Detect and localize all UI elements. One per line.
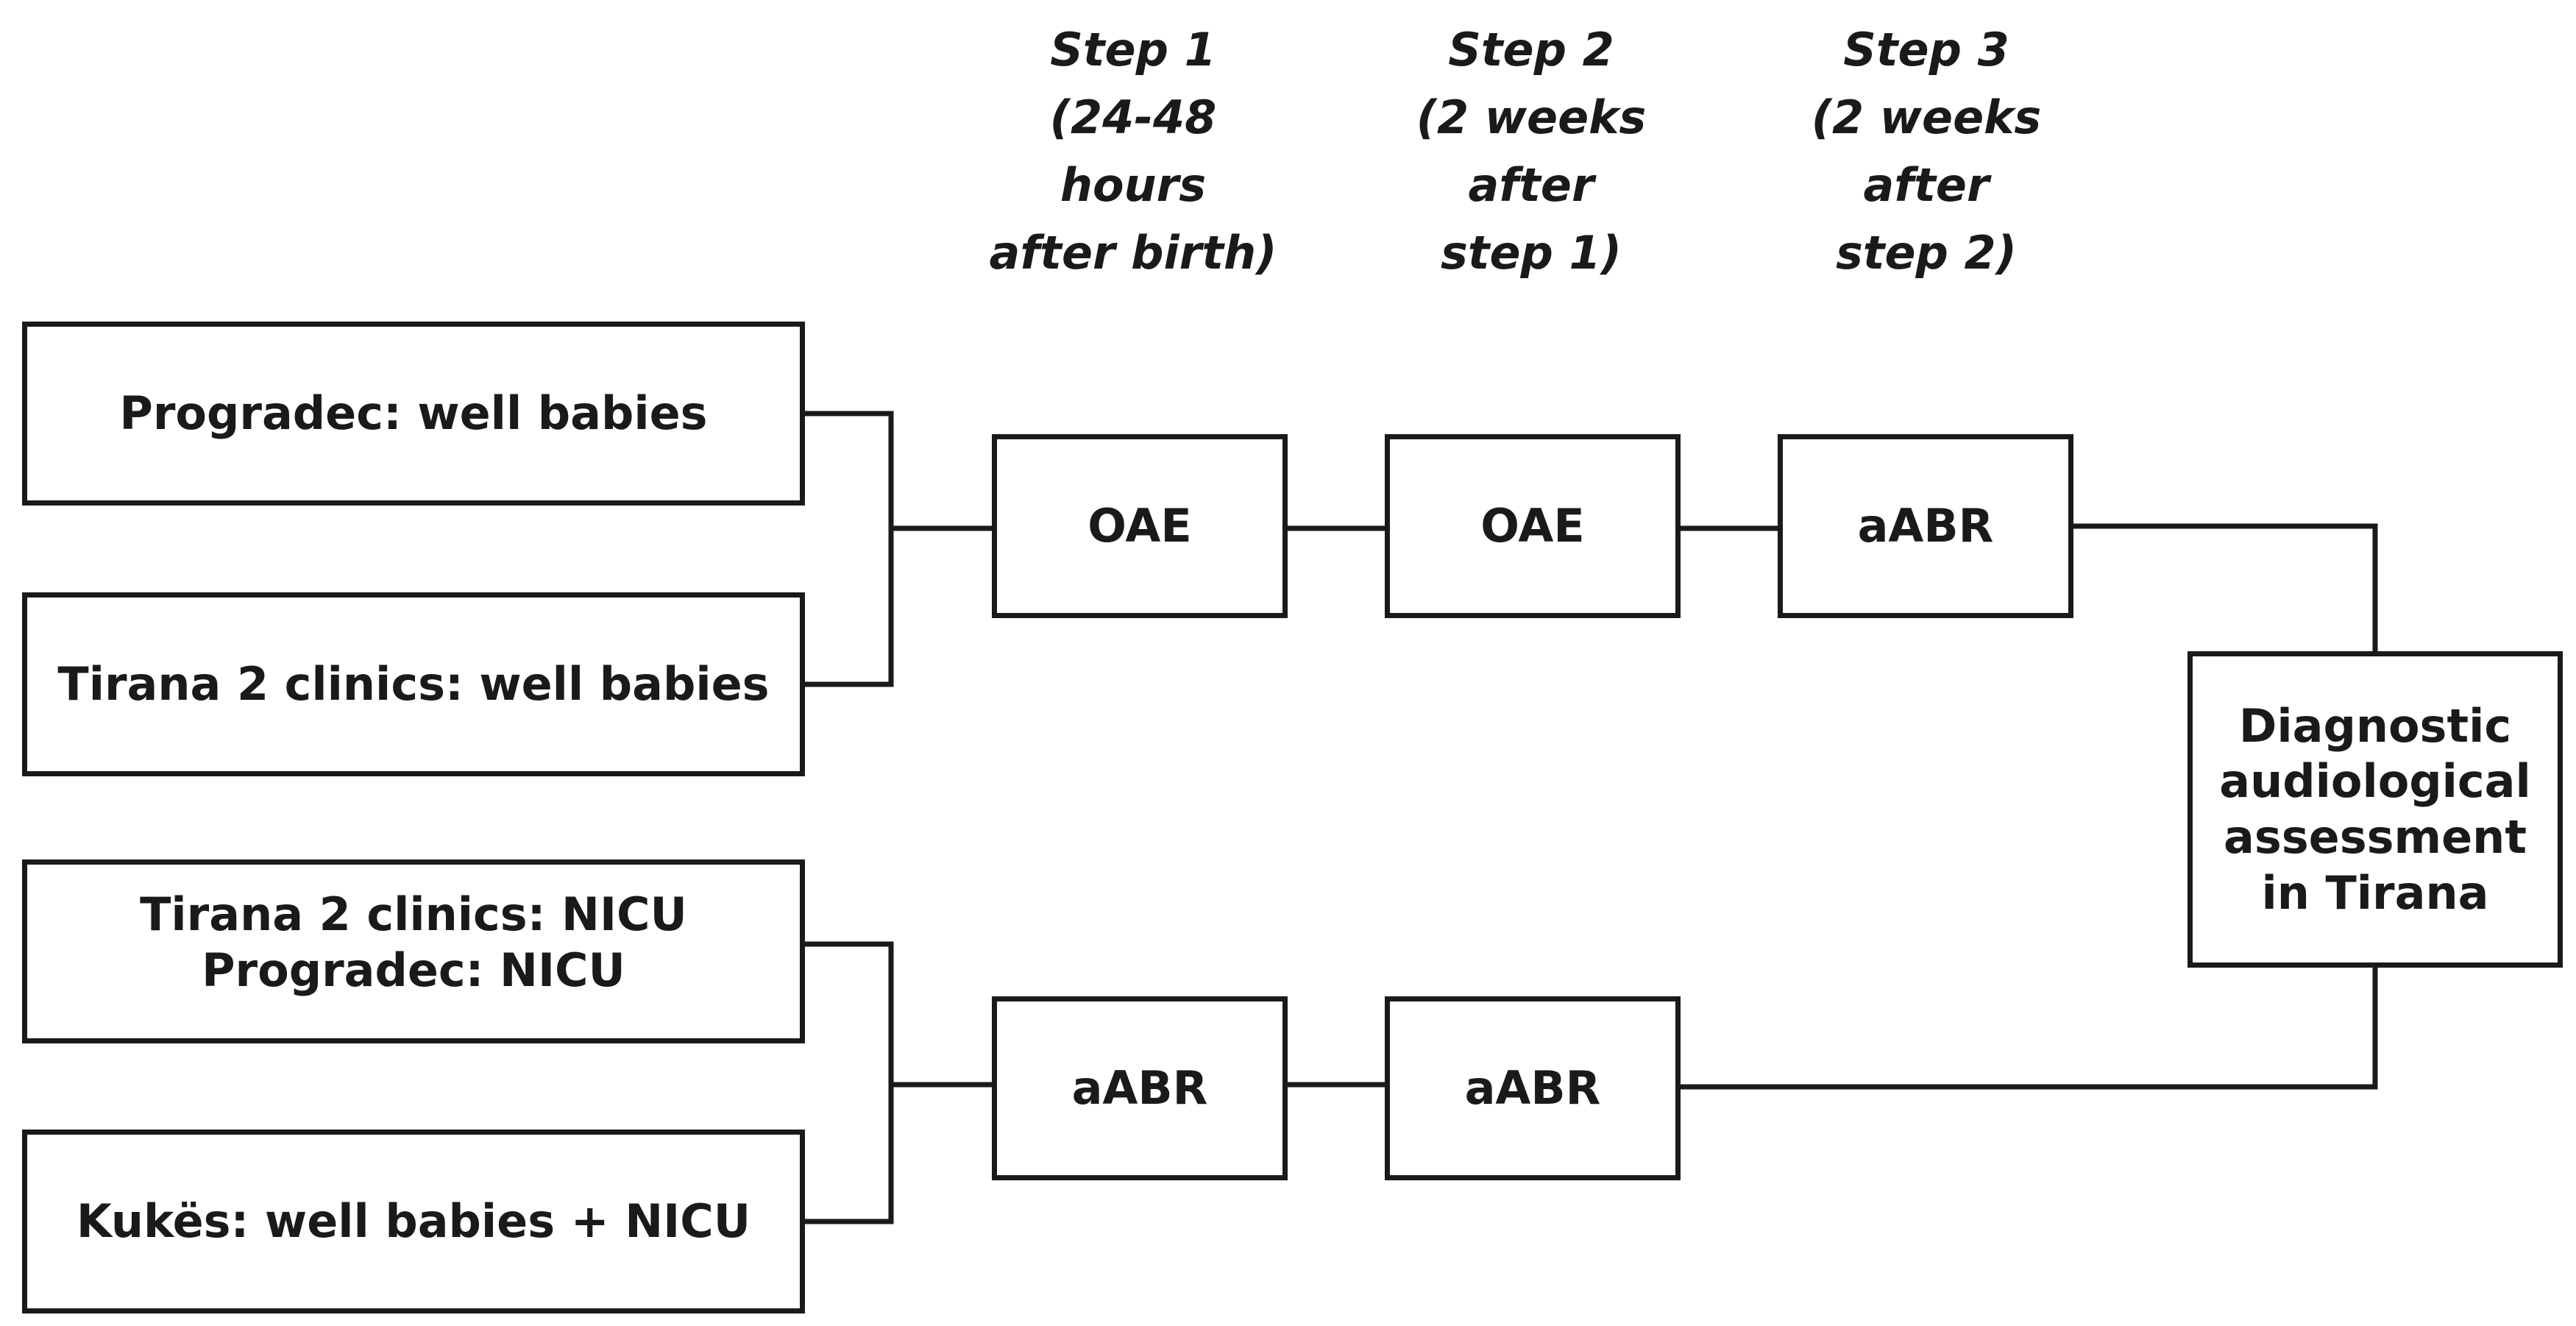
step-3-aabr-box: aABR [1778,434,2073,618]
source-tirana-well-babies: Tirana 2 clinics: well babies [22,592,805,776]
step-2-oae-box: OAE [1385,434,1681,618]
source-nicu-tirana-progradec: Tirana 2 clinics: NICU Progradec: NICU [22,859,805,1043]
step-1-header: Step 1 (24-48 hours after birth) [989,23,1277,280]
connector-nicu-bracket [802,941,894,1224]
source-kukes-well-babies-nicu: Kukës: well babies + NICU [22,1130,805,1313]
connector-nicu-aabr-to-diagnostic [1678,965,2378,1090]
connector-well-babies-bracket [802,411,894,687]
step-1-oae-box: OAE [992,434,1288,618]
nicu-step-2-aabr-box: aABR [1385,996,1681,1180]
source-progradec-well-babies: Progradec: well babies [22,322,805,506]
step-2-header: Step 2 (2 weeks after step 1) [1416,23,1647,280]
diagnostic-assessment-box: Diagnostic audiological assessment in Ti… [2188,651,2563,968]
step-3-header: Step 3 (2 weeks after step 2) [1811,23,2042,280]
connector-aabr-to-diagnostic [2071,523,2378,654]
nicu-step-1-aabr-box: aABR [992,996,1288,1180]
